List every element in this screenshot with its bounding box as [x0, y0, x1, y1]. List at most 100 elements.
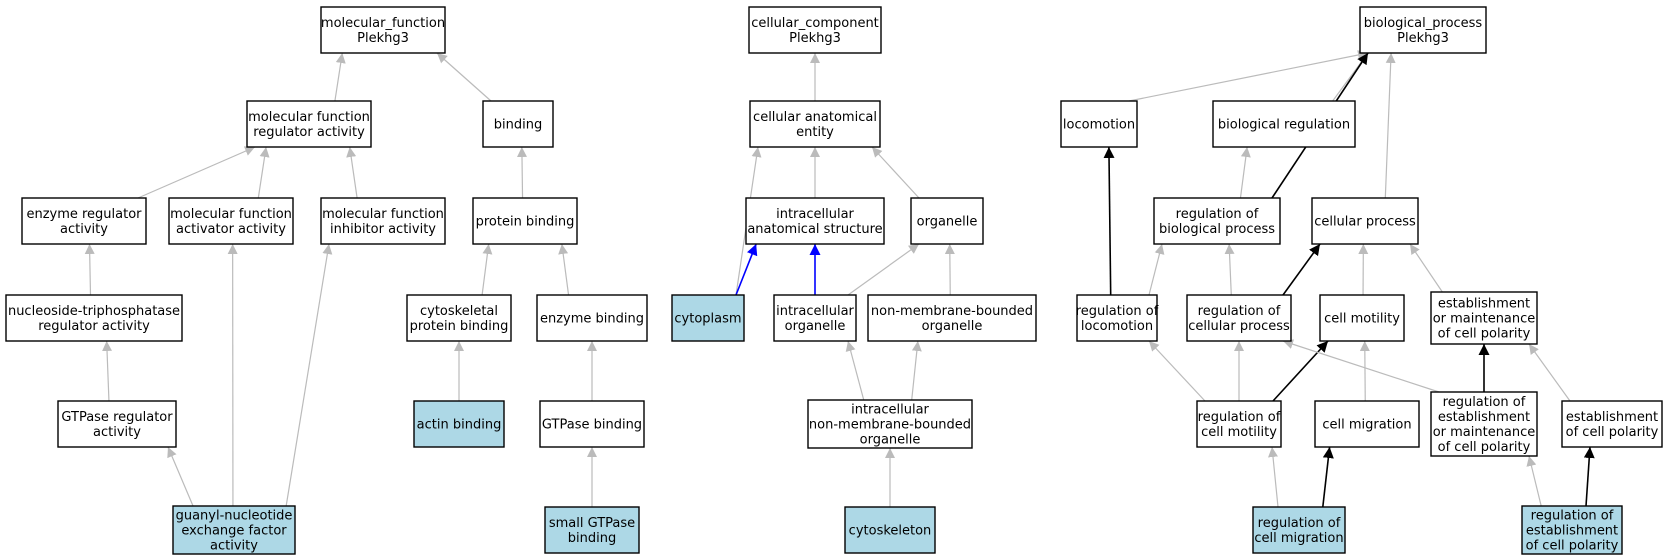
- node-label-line: protein binding: [410, 319, 509, 334]
- edge-reg-est-polarity-to-reg-est-maint-polarity: [1526, 455, 1542, 507]
- node-actin-binding: actin binding: [413, 400, 505, 448]
- edge-gef-activity-to-gtpase-regulator: [167, 446, 194, 507]
- node-box: [745, 197, 885, 245]
- edge-cell-migration-to-cell-motility: [1359, 340, 1370, 402]
- node-label-line: molecular_function: [321, 16, 445, 31]
- node-box: [1153, 197, 1281, 245]
- node-box: [1212, 100, 1356, 148]
- node-box: [5, 294, 183, 342]
- node-enzyme-binding: enzyme binding: [536, 294, 648, 342]
- node-label-line: locomotion: [1081, 319, 1153, 334]
- node-label-line: organelle: [860, 433, 921, 448]
- node-label-line: cellular process: [1188, 319, 1290, 334]
- node-cytoplasm: cytoplasm: [671, 294, 745, 342]
- node-label-line: entity: [796, 125, 834, 140]
- node-label-line: organelle: [785, 319, 846, 334]
- node-label-line: establishment: [1566, 410, 1658, 425]
- node-cell-migration: cell migration: [1314, 400, 1420, 448]
- node-label-line: regulation of: [1531, 509, 1614, 524]
- edge-mf-inhibitor-to-mf-regulator: [346, 146, 358, 199]
- node-label-line: cytoplasm: [674, 312, 741, 327]
- edge-intra-non-membrane-to-non-membrane-organelle: [911, 340, 922, 401]
- node-box: [749, 100, 881, 148]
- node-box: [1252, 506, 1346, 554]
- node-label-line: nucleoside-triphosphatase: [8, 304, 180, 319]
- node-box: [867, 294, 1037, 342]
- edge-locomotion-to-bp-root: [1128, 50, 1369, 102]
- edge-enzyme-regulator-to-mf-regulator: [137, 146, 256, 199]
- node-label-line: actin binding: [417, 418, 502, 433]
- edge-intracellular-organelle-to-organelle: [847, 243, 920, 296]
- node-label-line: of cell polarity: [1438, 327, 1531, 342]
- node-box: [1311, 197, 1419, 245]
- edge-organelle-to-cellular-anatomical: [871, 146, 920, 199]
- node-label-line: enzyme regulator: [26, 207, 142, 222]
- node-box: [168, 197, 294, 245]
- node-label-line: protein binding: [476, 215, 575, 230]
- edge-reg-cellular-process-to-cellular-process: [1282, 243, 1321, 296]
- edge-gtpase-regulator-to-ntpase-regulator: [102, 340, 113, 402]
- node-label-line: or maintenance: [1433, 425, 1536, 440]
- node-label-line: activity: [210, 539, 258, 554]
- node-box: [172, 505, 296, 555]
- edge-reg-cell-migration-to-reg-cell-motility: [1268, 446, 1279, 508]
- node-label-line: binding: [568, 531, 616, 546]
- node-box: [1359, 6, 1487, 54]
- node-biological-regulation: biological regulation: [1212, 100, 1356, 148]
- node-label-line: locomotion: [1063, 118, 1135, 133]
- node-label-line: intracellular: [851, 403, 929, 418]
- node-box: [57, 400, 177, 448]
- edge-cellular-process-to-bp-root: [1384, 52, 1396, 199]
- node-label-line: of cell polarity: [1566, 425, 1659, 440]
- node-gtpase-binding: GTPase binding: [539, 400, 645, 448]
- node-box: [320, 6, 446, 54]
- node-box: [1319, 294, 1405, 342]
- node-label-line: biological_process: [1364, 16, 1483, 31]
- node-label-line: regulation of: [1443, 395, 1526, 410]
- node-label-line: intracellular: [776, 304, 854, 319]
- edge-reg-est-maint-polarity-to-reg-cellular-process: [1282, 339, 1440, 393]
- edge-mf-regulator-to-mf-root: [334, 52, 346, 102]
- edge-mf-activator-to-mf-regulator: [257, 146, 270, 199]
- node-label-line: of cell polarity: [1438, 440, 1531, 455]
- node-label-line: regulation of: [1176, 207, 1259, 222]
- node-box: [544, 506, 640, 554]
- node-box: [246, 100, 372, 148]
- node-cell-motility: cell motility: [1319, 294, 1405, 342]
- edge-enzyme-binding-to-protein-binding: [558, 243, 570, 296]
- node-label-line: guanyl-nucleotide: [176, 509, 293, 524]
- node-label-line: intracellular: [776, 207, 854, 222]
- node-label-line: activator activity: [176, 222, 286, 237]
- edge-intra-non-membrane-to-intracellular-organelle: [845, 340, 865, 401]
- node-label-line: regulation of: [1198, 304, 1281, 319]
- node-label-line: or maintenance: [1433, 312, 1536, 327]
- edge-ntpase-regulator-to-enzyme-regulator: [84, 243, 95, 296]
- node-locomotion: locomotion: [1060, 100, 1138, 148]
- node-label-line: GTPase binding: [542, 418, 642, 433]
- edge-protein-binding-to-binding: [516, 146, 527, 199]
- edge-gef-activity-to-mf-inhibitor: [285, 243, 333, 507]
- node-box: [1196, 400, 1282, 448]
- node-intra-non-membrane: intracellularnon-membrane-boundedorganel…: [807, 399, 973, 449]
- node-box: [1060, 100, 1138, 148]
- node-label-line: activity: [93, 425, 141, 440]
- node-box: [1076, 294, 1158, 342]
- edge-reg-locomotion-to-reg-biological-process: [1148, 243, 1165, 296]
- node-label-line: Plekhg3: [789, 31, 841, 46]
- node-box: [482, 100, 554, 148]
- node-label-line: regulator activity: [38, 319, 150, 334]
- node-label-line: activity: [60, 222, 108, 237]
